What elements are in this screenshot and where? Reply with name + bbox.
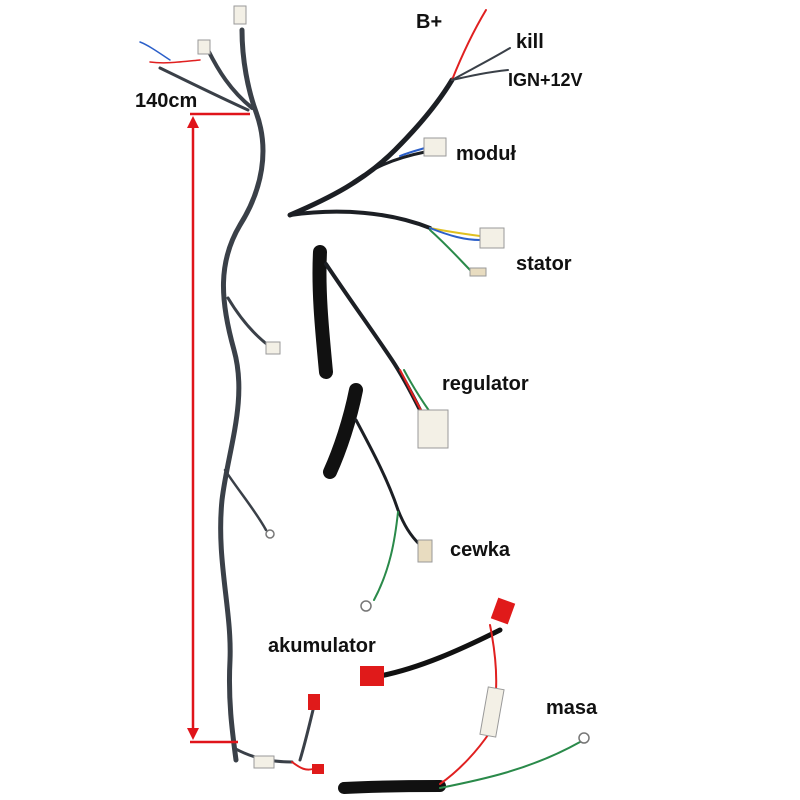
cewka-ring-terminal <box>360 600 372 612</box>
masa-green-wire <box>439 741 581 789</box>
regulator-connector <box>417 409 449 449</box>
measure-arrow-up <box>187 116 199 128</box>
label-modul: moduł <box>456 143 516 165</box>
modul-wire-blue <box>399 147 426 157</box>
battery-cable <box>338 624 581 794</box>
stator-branch <box>288 209 432 230</box>
top-branch-2 <box>158 66 250 112</box>
akumulator-terminal-left <box>360 666 384 686</box>
regulator-wire-red <box>399 369 423 413</box>
b-plus-wire <box>451 9 487 81</box>
bottom-red-terminal-2 <box>312 764 324 774</box>
label-masa: masa <box>546 697 598 719</box>
ign-wire <box>451 69 509 81</box>
cewka-wire <box>354 418 422 547</box>
masa-sheath <box>338 780 446 794</box>
top-branch-1 <box>206 48 254 110</box>
stator-wire-blue <box>429 227 481 241</box>
main-harness-trunk <box>218 27 266 763</box>
stator-connector <box>479 227 505 249</box>
side-branch-ring-1 <box>223 468 268 532</box>
modul-branch <box>343 150 427 190</box>
fuse-holder <box>479 686 505 738</box>
bottom-red-terminal <box>308 694 320 710</box>
bottom-connector <box>253 755 275 769</box>
measure-label: 140cm <box>135 90 197 112</box>
label-kill: kill <box>516 31 544 53</box>
stator-wire-green <box>429 229 473 273</box>
label-cewka: cewka <box>450 539 511 561</box>
top-right-bundle <box>287 9 511 273</box>
cewka-bullet <box>417 539 433 563</box>
label-ign: IGN+12V <box>508 70 583 90</box>
bundle-main <box>287 77 455 218</box>
top-connector-b <box>197 39 211 55</box>
akumulator-terminal-top <box>490 597 516 625</box>
regulator-sheath <box>312 245 333 379</box>
side-connector <box>265 341 281 355</box>
kill-wire <box>451 47 511 81</box>
regulator-cable <box>312 245 431 413</box>
akumulator-wire <box>377 627 503 679</box>
top-thin-wire-blue <box>139 41 171 61</box>
side-ring-terminal <box>265 529 275 539</box>
regulator-wire <box>324 262 422 412</box>
label-stator: stator <box>516 253 572 275</box>
regulator-wire-green <box>403 369 431 413</box>
label-regulator: regulator <box>442 373 529 395</box>
modul-connector <box>423 137 447 157</box>
masa-red-lead <box>439 731 491 785</box>
akumulator-red-lead <box>489 624 498 691</box>
top-connector-a <box>233 5 247 25</box>
side-branch-connector-1 <box>226 296 274 350</box>
top-thin-wire-red <box>149 59 201 64</box>
label-b-plus: B+ <box>416 11 442 33</box>
label-akumulator: akumulator <box>268 635 376 657</box>
cewka-sheath <box>323 383 363 479</box>
masa-ring-terminal <box>578 732 590 744</box>
stator-bullet <box>469 267 487 277</box>
cewka-cable <box>323 383 422 601</box>
main-harness <box>139 27 317 771</box>
cewka-wire-green <box>373 511 399 601</box>
length-measure <box>190 112 250 744</box>
measure-arrow-down <box>187 728 199 740</box>
stator-wire-yellow <box>429 227 481 237</box>
bottom-branch-up <box>298 704 316 762</box>
